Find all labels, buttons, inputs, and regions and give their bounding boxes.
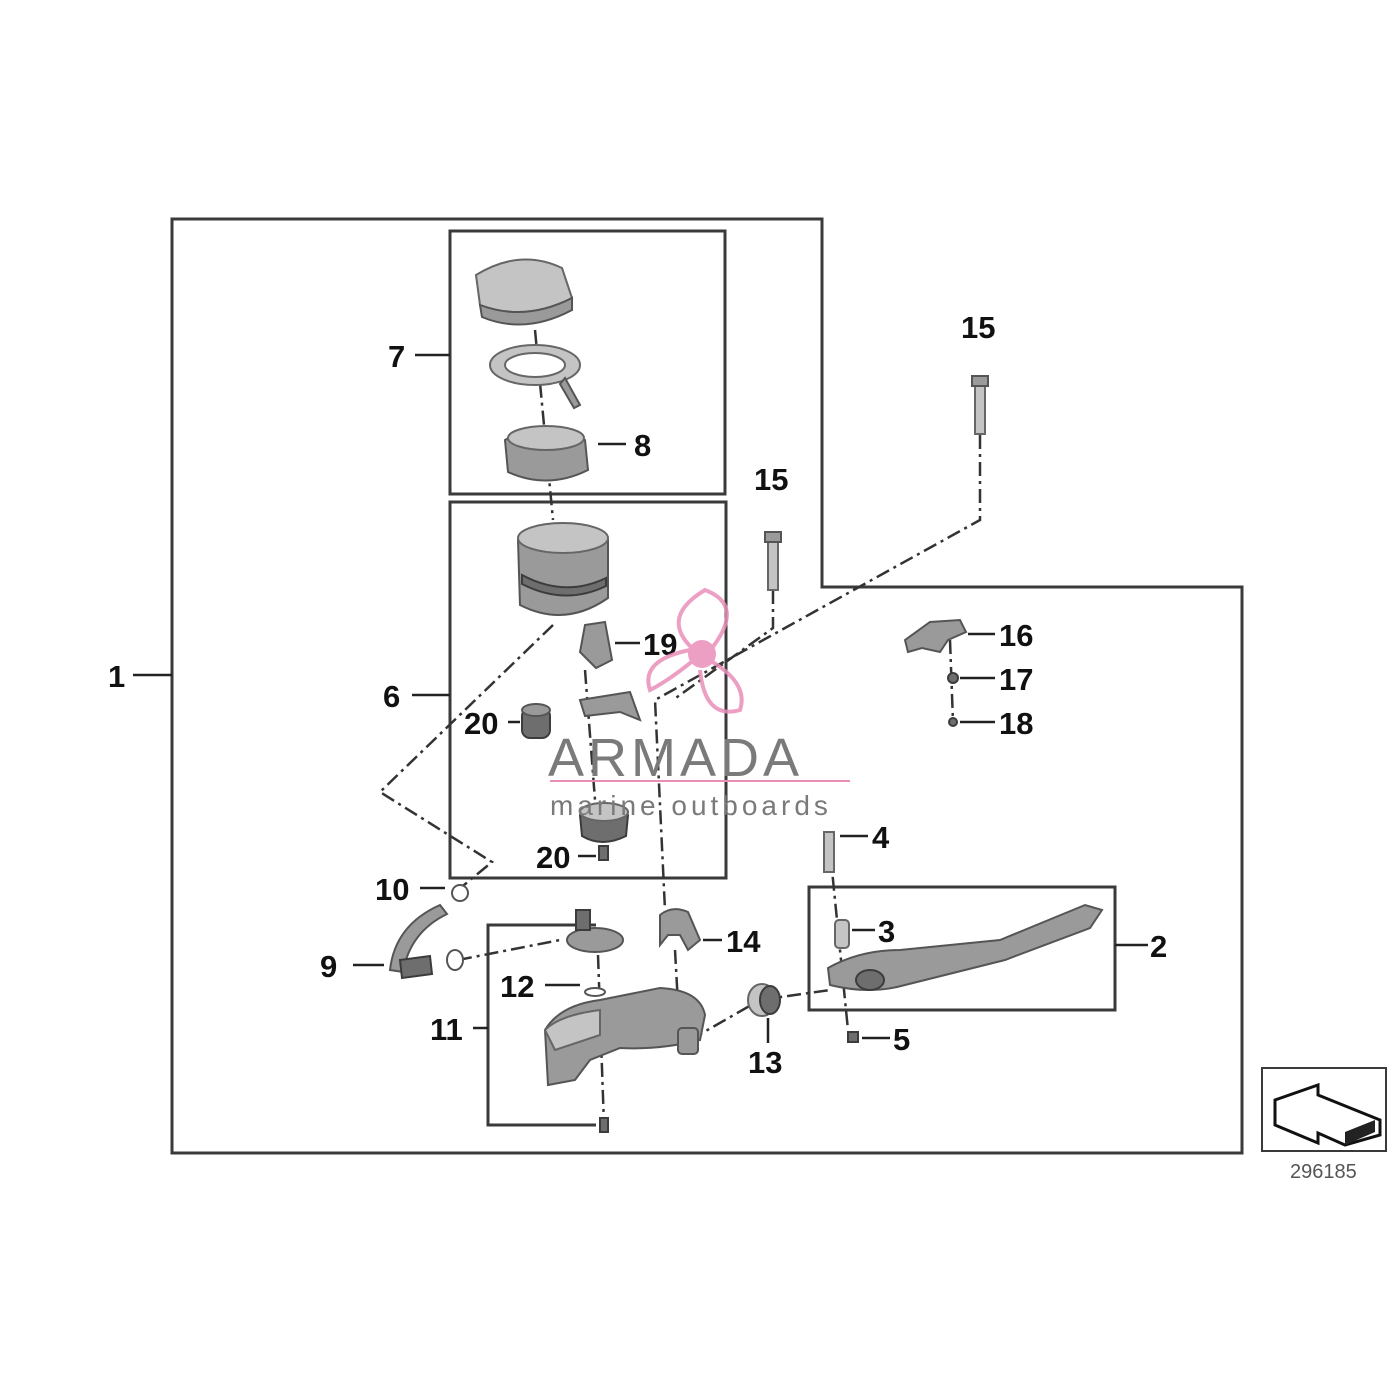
reservoir-cap-box [448,229,727,496]
reservoir-body [516,522,609,616]
assembly-line-adjuster [689,988,831,1042]
callout-10: 10 [375,872,409,907]
callout-2: 2 [1150,929,1167,964]
callout-13: 13 [748,1045,782,1080]
callout-11: 11 [430,1012,463,1047]
reservoir-bracket [578,620,642,722]
handlebar-clamp [659,908,702,952]
callout-1: 1 [108,659,125,694]
assembly-frame [170,217,1244,1155]
watermark-logo [646,587,744,714]
master-cylinder [543,986,707,1087]
screw-small [948,717,958,727]
assembly-line-center [583,669,597,801]
lever-adjuster [747,983,781,1017]
assembly-line-bolt-15a [653,435,982,911]
nut [947,672,959,684]
reservoir-cap [474,258,574,326]
diaphragm [489,344,582,410]
assembly-line-banjo [457,938,561,962]
banjo-bolt [566,909,624,953]
sealing-washer [451,884,469,902]
grommet-upper [521,703,551,739]
callout-15-lower: 15 [754,462,788,497]
callout-4: 4 [872,820,890,855]
lever-pivot [855,969,885,991]
hose-clip [903,618,968,654]
callout-20-upper: 20 [464,706,498,741]
lever-box [807,885,1117,1012]
callout-9: 9 [320,949,337,984]
lock-nut [847,1031,859,1043]
arrow-back-icon[interactable] [1261,1067,1387,1152]
reservoir-box [448,500,728,880]
callout-16: 16 [999,618,1033,653]
o-ring [584,987,606,997]
propeller-icon [646,587,744,714]
hose-end [398,954,434,980]
brake-hose [388,903,449,974]
bushing [834,919,850,949]
callout-20-lower: 20 [536,840,570,875]
callout-3: 3 [878,914,895,949]
banjo-washer [446,949,464,971]
diagram-reference-number: 296185 [1290,1161,1357,1183]
assembly-line-switch [948,639,955,723]
master-cylinder-bracket [486,923,596,1127]
callout-7: 7 [388,339,405,374]
callout-14: 14 [726,924,761,959]
brake-lever [826,903,1104,991]
callout-5: 5 [893,1022,910,1057]
bolt-lower [764,531,782,591]
watermark-brand: ARMADA [548,728,803,788]
callout-17: 17 [999,662,1033,697]
pivot-screw-lower [599,1117,609,1133]
cap-insert [503,425,590,482]
callout-6: 6 [383,679,400,714]
callout-18: 18 [999,706,1033,741]
callout-12: 12 [500,969,534,1004]
bolt-upper [971,375,989,435]
assembly-line-bolt-15b [672,590,775,702]
grommet-lower [578,802,630,861]
callout-8: 8 [634,428,651,463]
callout-15-upper: 15 [961,310,995,345]
pivot-pin [823,831,835,873]
assembly-line-hose [377,624,554,891]
watermark-tagline: marine outboards [550,790,832,821]
propeller-hub [688,640,716,668]
